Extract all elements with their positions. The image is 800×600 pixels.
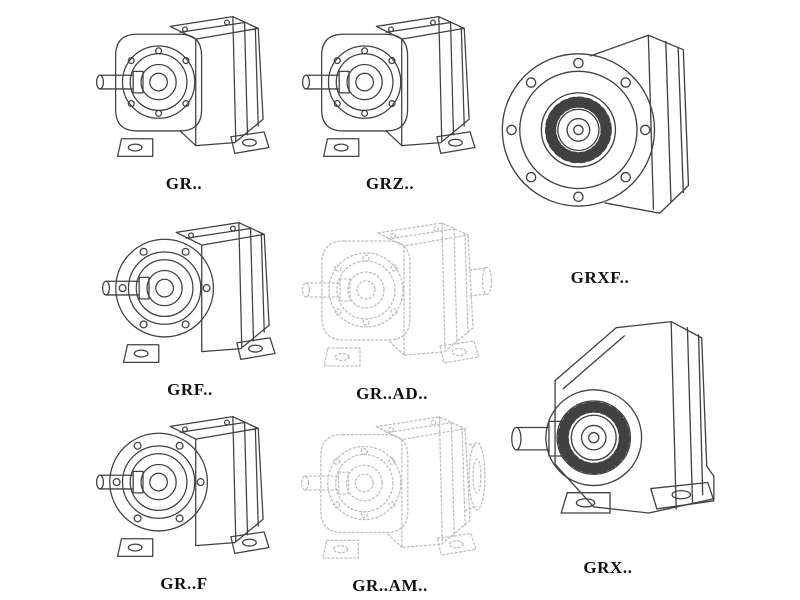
figure-grx: GRX.. xyxy=(496,300,720,578)
figure-gr: GR.. xyxy=(86,2,282,194)
figure-grad: GR..AD.. xyxy=(290,208,494,404)
gearbox-drawing-gram xyxy=(290,402,486,572)
figure-label-grxf: GRXF.. xyxy=(570,268,630,287)
figure-grxf: GRXF.. xyxy=(492,4,708,288)
figure-label-gram: GR..AM.. xyxy=(352,576,428,595)
gearbox-drawing-grad xyxy=(290,208,493,380)
gearbox-drawing-gr xyxy=(86,2,282,170)
figure-grff: GR..F xyxy=(86,402,282,594)
gearbox-drawing-grf xyxy=(92,208,288,376)
figure-label-grx: GRX.. xyxy=(583,558,633,577)
figure-label-grad: GR..AD.. xyxy=(356,384,428,403)
figure-label-gr: GR.. xyxy=(165,174,203,193)
gearbox-drawing-grx xyxy=(496,300,720,556)
figure-label-grff: GR..F xyxy=(160,574,208,593)
figure-label-grz: GRZ.. xyxy=(365,174,415,193)
figure-grf: GRF.. xyxy=(92,208,288,400)
gearbox-drawing-grxf xyxy=(492,4,708,262)
figure-label-grf: GRF.. xyxy=(167,380,213,399)
gearbox-drawing-grz xyxy=(292,2,488,170)
gearbox-drawing-grff xyxy=(86,402,282,570)
figure-gram: GR..AM.. xyxy=(290,402,490,596)
figure-grz: GRZ.. xyxy=(292,2,488,194)
